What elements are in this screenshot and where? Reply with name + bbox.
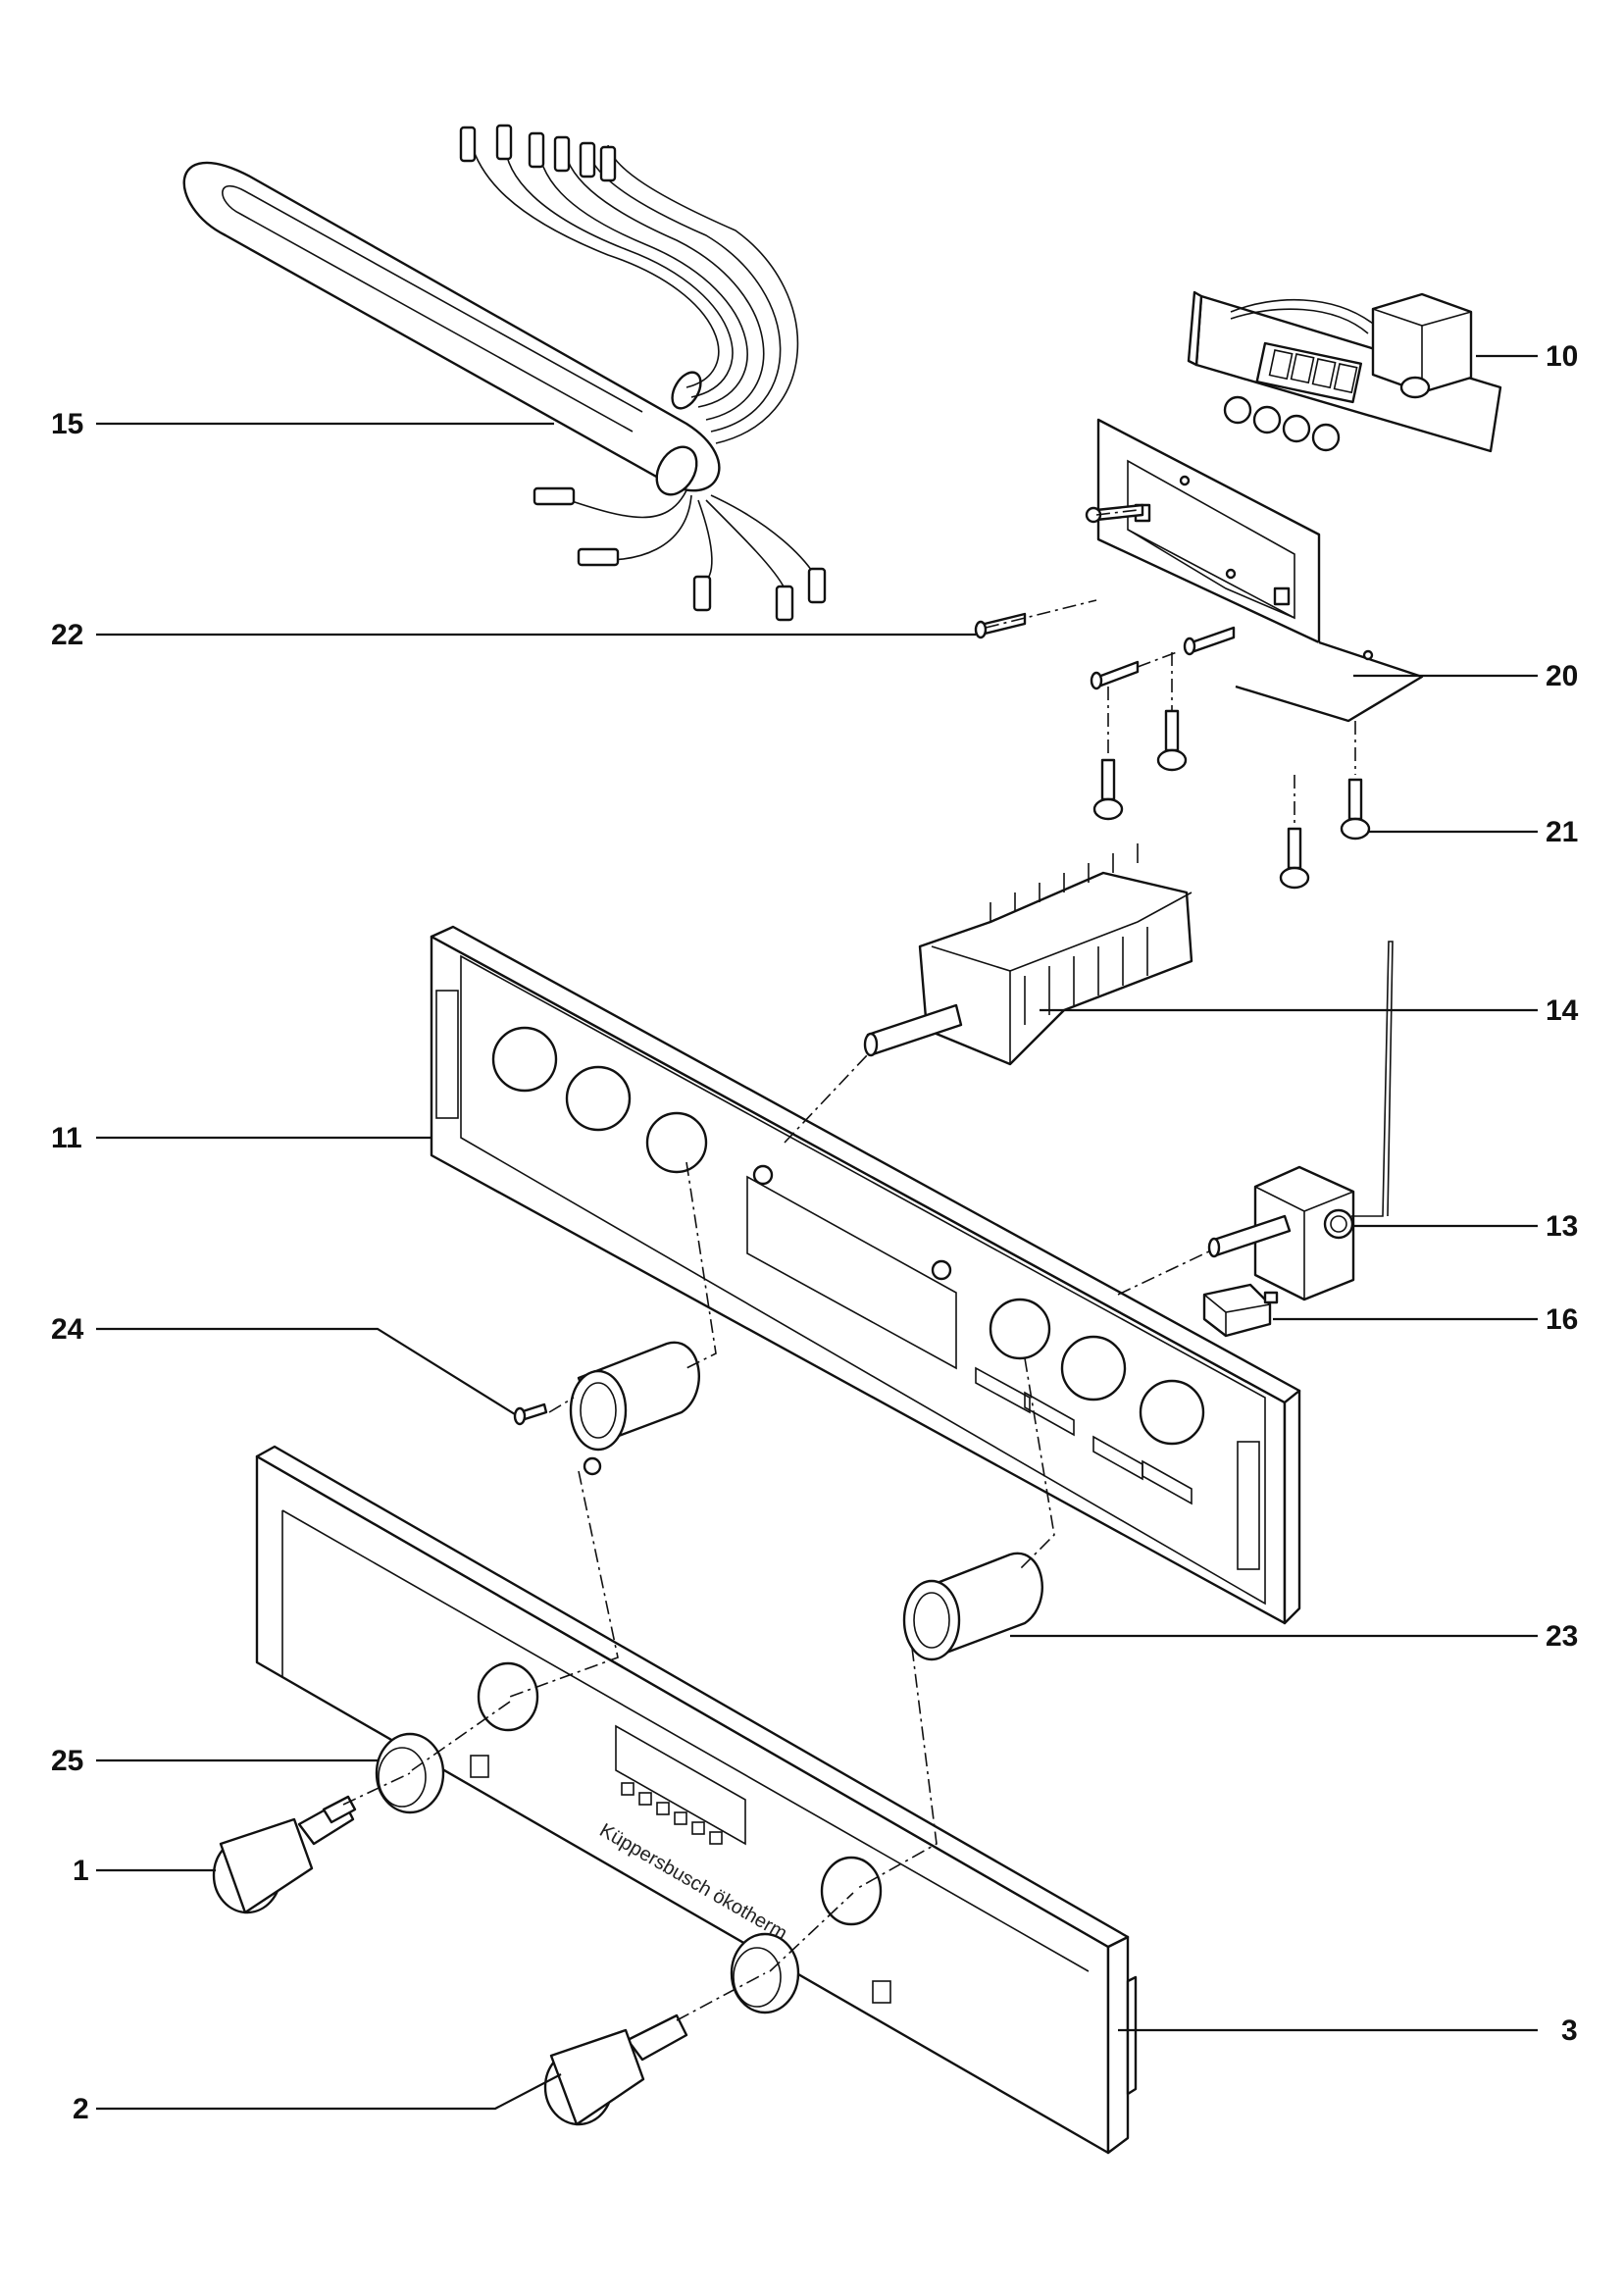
part-14-selector-switch [863, 843, 1193, 1066]
part-11-control-panel-frame [430, 925, 1301, 1625]
part-16-switch [1202, 1283, 1279, 1338]
part-21-standoffs [1092, 652, 1371, 890]
part-10-timer-circuit-board [1187, 290, 1502, 453]
part-15-heating-element [182, 124, 827, 622]
callout-21: 21 [1546, 816, 1578, 848]
callout-11: 11 [51, 1122, 82, 1154]
callout-24: 24 [51, 1313, 84, 1346]
leader-lines [96, 354, 1538, 2111]
part-1-knob [212, 1795, 357, 1914]
callout-16: 16 [1546, 1303, 1578, 1336]
part-13-thermostat [1207, 941, 1394, 1301]
callout-15: 15 [51, 408, 83, 440]
callout-10: 10 [1546, 340, 1578, 373]
lamp-holder-upper [569, 1341, 700, 1476]
callout-2: 2 [73, 2093, 89, 2125]
callout-20: 20 [1546, 660, 1578, 692]
callout-numbers: 15 22 11 24 25 1 2 10 20 21 14 13 16 23 … [51, 340, 1579, 2125]
part-24-screw [513, 1402, 548, 1426]
callout-25: 25 [51, 1745, 83, 1777]
callout-23: 23 [1546, 1620, 1578, 1653]
assembly-hint-lines [342, 1053, 1212, 2021]
part-3-front-fascia: Küppersbusch ökotherm [255, 1445, 1138, 2155]
part-23-lamp-holder [902, 1552, 1043, 1661]
callout-13: 13 [1546, 1210, 1578, 1243]
callout-1: 1 [73, 1855, 89, 1887]
callout-14: 14 [1546, 994, 1579, 1027]
part-22-screws [974, 503, 1236, 690]
part-2-knob [543, 2014, 688, 2126]
callout-22: 22 [51, 619, 83, 651]
callout-3: 3 [1561, 2014, 1578, 2047]
